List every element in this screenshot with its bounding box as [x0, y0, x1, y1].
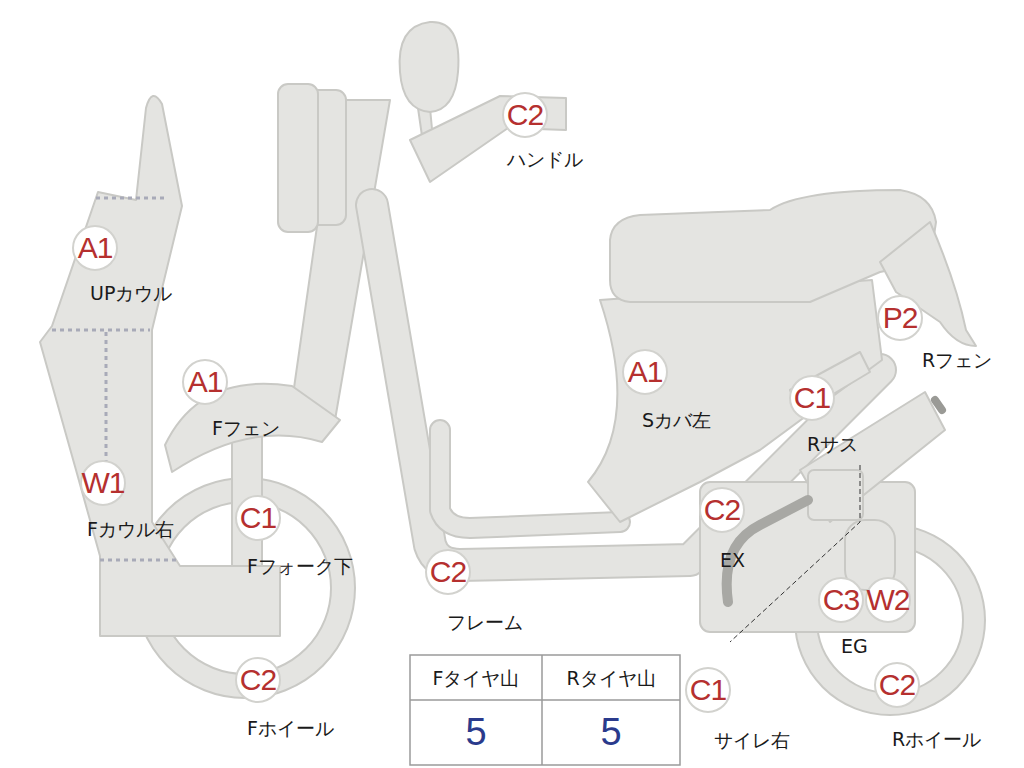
callout-code: C2 [427, 551, 469, 593]
part-name: Rサス [807, 434, 858, 455]
table-header: Fタイヤ山 [433, 668, 520, 689]
callout-code: C2 [504, 94, 546, 136]
callout-code: C2 [237, 659, 279, 701]
callout-circle: A1Sカバ左 [622, 349, 668, 395]
callout-circle: W1Fカウル右 [80, 460, 126, 506]
callout-circle: A1UPカウル [72, 225, 118, 271]
callout-circle: C1Fフォーク下 [235, 495, 281, 541]
callout-code: W2 [867, 579, 909, 621]
part-name: EG [841, 636, 868, 657]
seat [610, 190, 936, 302]
callout-circle: C2Rホイール [874, 662, 920, 708]
part-name: Sカバ左 [642, 410, 711, 431]
part-name: Rホイール [892, 729, 981, 750]
engine-case [700, 482, 915, 632]
tyre-table [410, 655, 680, 765]
part-name: Fホイール [247, 718, 334, 739]
callout-circle: C2Fホイール [235, 657, 281, 703]
part-name: Fカウル右 [87, 519, 174, 540]
callout-circle: C2ハンドル [502, 92, 548, 138]
part-name: フレーム [447, 612, 523, 633]
mirror [400, 22, 459, 112]
callout-code: P2 [879, 297, 921, 339]
callout-circle: C3EG [818, 577, 864, 623]
callout-code: C1 [687, 669, 729, 711]
callout-code: A1 [184, 361, 226, 403]
part-name: ハンドル [507, 149, 583, 170]
part-name: Fフェン [212, 418, 280, 439]
callout-circle: P2Rフェン [877, 295, 923, 341]
part-name: Rフェン [922, 350, 992, 371]
callout-code: C2 [701, 489, 743, 531]
table-header: Rタイヤ山 [566, 668, 655, 689]
front-cowl [40, 96, 280, 636]
muffler-tip [935, 400, 942, 410]
callout-circle: C1サイレ右 [685, 667, 731, 713]
part-name: UPカウル [90, 283, 172, 304]
callout-circle: W2 [865, 577, 911, 623]
callout-circle: C1Rサス [789, 375, 835, 421]
part-name: サイレ右 [714, 730, 790, 751]
callout-code: A1 [624, 351, 666, 393]
rear-fender [880, 222, 976, 346]
callout-code: A1 [74, 227, 116, 269]
muffler-guard [808, 470, 863, 520]
callout-circle: C2フレーム [425, 549, 471, 595]
callout-code: W1 [82, 462, 124, 504]
table-value: 5 [465, 712, 486, 754]
table-value: 5 [600, 712, 621, 754]
callout-circle: A1Fフェン [182, 359, 228, 405]
part-name: Fフォーク下 [247, 556, 353, 577]
callout-code: C1 [237, 497, 279, 539]
callout-circle: C2EX [699, 487, 745, 533]
callout-code: C2 [876, 664, 918, 706]
part-name: EX [720, 550, 745, 571]
cowl-seams [52, 198, 176, 560]
callout-code: C3 [820, 579, 862, 621]
headlight [278, 84, 318, 232]
callout-code: C1 [791, 377, 833, 419]
